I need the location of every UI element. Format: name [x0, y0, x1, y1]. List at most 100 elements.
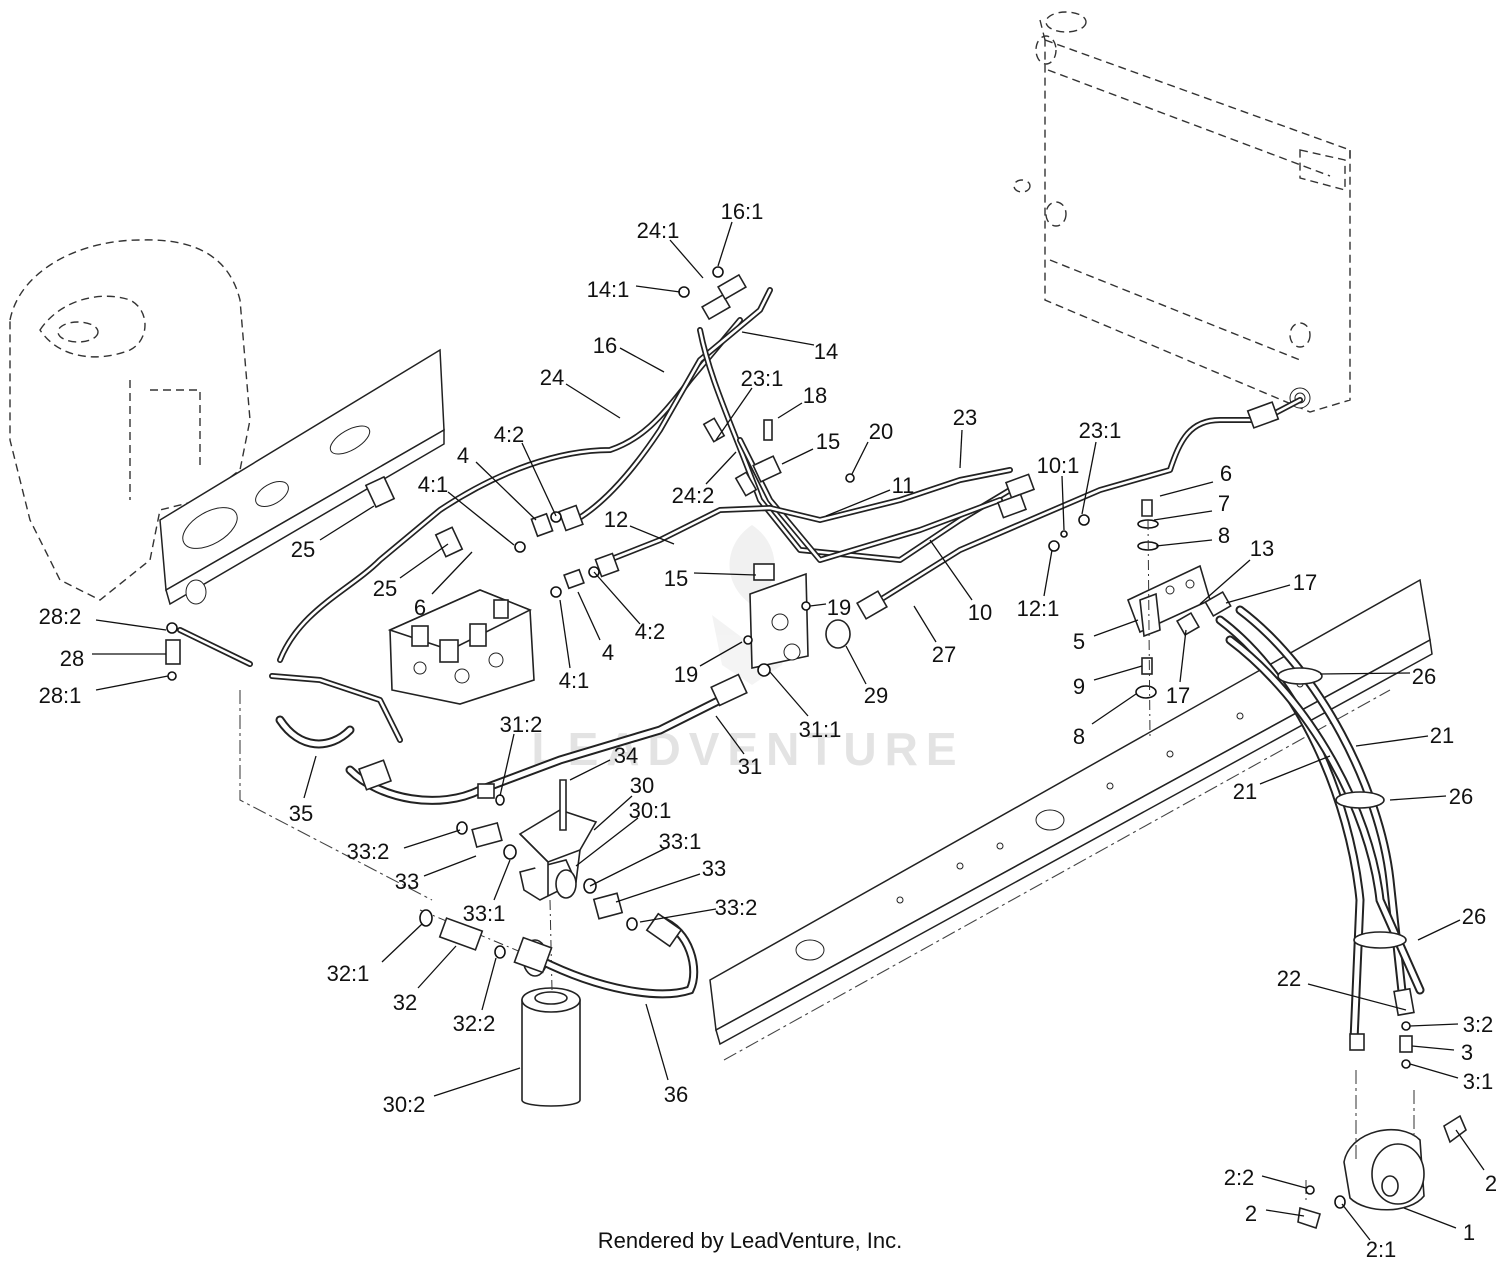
- leader-line: [1093, 665, 1143, 681]
- callout: 33: [615, 856, 726, 903]
- leader-line: [851, 441, 869, 475]
- leader-line: [1155, 539, 1213, 547]
- control-valve-block: [387, 589, 535, 705]
- leader-line: [1179, 629, 1187, 683]
- leader-line: [593, 795, 633, 831]
- hydraulic-pump: [1297, 1070, 1467, 1230]
- callout: 33:2: [639, 895, 757, 923]
- leader-line: [569, 759, 611, 781]
- callout-label: 4: [602, 640, 614, 665]
- callout: 32:1: [327, 923, 423, 986]
- callout: 4:1: [418, 472, 515, 546]
- callout: 33:1: [463, 859, 511, 926]
- callout-label: 6: [1220, 461, 1232, 486]
- callout-label: 32: [393, 990, 417, 1015]
- leader-line: [475, 461, 537, 521]
- callout: 21: [1355, 723, 1454, 748]
- callout-label: 14: [814, 339, 838, 364]
- leader-line: [319, 505, 375, 541]
- leader-line: [699, 641, 743, 667]
- callout-label: 4: [457, 443, 469, 468]
- callout: 24:2: [672, 451, 737, 508]
- callout-label: 33: [395, 869, 419, 894]
- callout-label: 36: [664, 1082, 688, 1107]
- callout-label: 4:1: [418, 472, 449, 497]
- leader-line: [717, 221, 733, 267]
- callout-label: 21: [1430, 723, 1454, 748]
- callout: 25: [373, 543, 449, 601]
- o-rings: [166, 266, 1411, 1209]
- callout-label: 14:1: [587, 277, 630, 302]
- callout-label: 28:1: [39, 683, 82, 708]
- callout: 10:1: [1037, 453, 1080, 531]
- leader-line: [1159, 481, 1214, 497]
- leader-line: [481, 957, 497, 1011]
- leader-line: [589, 847, 667, 887]
- callout-label: 28: [60, 646, 84, 671]
- leader-line: [777, 402, 803, 419]
- callout-label: 35: [289, 801, 313, 826]
- leader-line: [715, 715, 745, 755]
- callout: 12: [604, 507, 675, 545]
- callout-label: 19: [827, 595, 851, 620]
- callout: 3:1: [1409, 1063, 1493, 1094]
- callout-label: 21: [1233, 779, 1257, 804]
- callout-label: 26: [1449, 784, 1473, 809]
- leader-line: [1153, 510, 1213, 521]
- callout: 1: [1403, 1207, 1475, 1245]
- callout-label: 7: [1218, 491, 1230, 516]
- leader-line: [929, 539, 973, 601]
- leader-line: [1411, 1045, 1455, 1051]
- callout-label: 28:2: [39, 604, 82, 629]
- callout: 6: [414, 551, 473, 620]
- callout: 31:1: [769, 671, 841, 742]
- callout: 2: [1245, 1201, 1305, 1226]
- callout-label: 26: [1462, 904, 1486, 929]
- callout: 33:2: [347, 829, 461, 864]
- leader-line: [781, 448, 814, 465]
- callout: 32:2: [453, 957, 497, 1036]
- callout-label: 16: [593, 333, 617, 358]
- leader-line: [1409, 1023, 1459, 1027]
- leader-line: [1319, 672, 1411, 675]
- callout-label: 10: [968, 600, 992, 625]
- callout: 15: [664, 566, 757, 591]
- leader-line: [1043, 549, 1053, 597]
- callout-label: 10:1: [1037, 453, 1080, 478]
- callout: 19: [674, 641, 743, 687]
- leader-line: [845, 645, 867, 685]
- callout-label: 12:1: [1017, 596, 1060, 621]
- callout: 4: [577, 591, 614, 665]
- callout-label: 2: [1485, 1171, 1497, 1196]
- leader-line: [381, 923, 423, 963]
- callout-label: 25: [373, 576, 397, 601]
- callout-label: 6: [414, 595, 426, 620]
- callout-label: 11: [892, 473, 915, 498]
- callout-label: 31:2: [500, 712, 543, 737]
- leader-line: [95, 619, 167, 631]
- callout: 12:1: [1017, 549, 1060, 621]
- leader-line: [635, 285, 681, 293]
- callout: 28:1: [39, 675, 169, 708]
- callout-label: 33: [702, 856, 726, 881]
- callout: 4:2: [593, 571, 666, 644]
- callout-label: 8: [1073, 724, 1085, 749]
- callout-label: 4:2: [635, 619, 666, 644]
- callout: 7: [1153, 491, 1230, 521]
- callout: 30: [593, 773, 654, 831]
- frame-rail-right: [709, 578, 1433, 1061]
- leader-line: [1307, 983, 1407, 1011]
- callout: 29: [845, 645, 888, 708]
- leader-line: [1389, 795, 1447, 801]
- callout-label: 26: [1412, 664, 1436, 689]
- leader-line: [639, 908, 717, 923]
- leader-line: [1417, 919, 1461, 941]
- callout-label: 15: [664, 566, 688, 591]
- callout: 27: [913, 605, 956, 667]
- callout-label: 30: [630, 773, 654, 798]
- callout: 24: [540, 365, 621, 419]
- callout-label: 29: [864, 683, 888, 708]
- callout: 30:1: [575, 798, 671, 867]
- flexible-hoses: [275, 605, 1425, 1045]
- hose-bracket: [1126, 499, 1211, 737]
